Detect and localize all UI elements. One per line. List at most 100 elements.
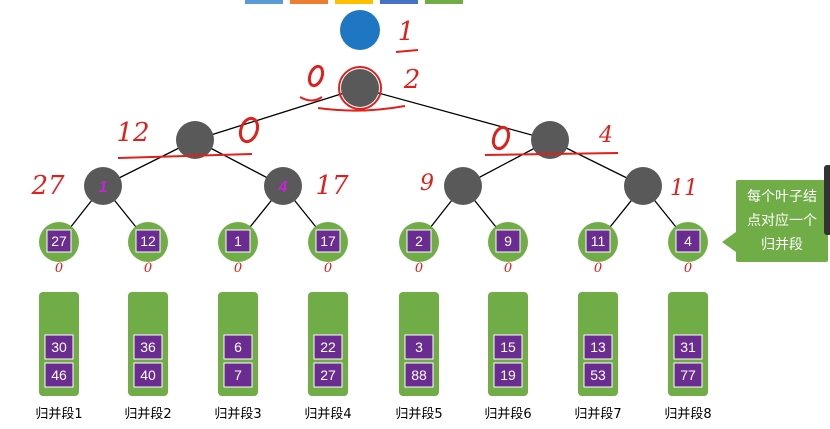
leaf-node: 17: [308, 222, 348, 262]
segment-value-box: [583, 334, 613, 360]
side-panel-tab[interactable]: [824, 165, 830, 235]
handwritten-underline: [299, 96, 323, 102]
segment-value: 88: [411, 367, 427, 383]
leaf-value-box: [46, 229, 72, 253]
segment-value-box: [44, 362, 74, 388]
segment-label: 归并段6: [484, 407, 532, 422]
segment-value: 27: [320, 367, 336, 383]
leaf-value-box: [225, 229, 251, 253]
leaf-value-box: [495, 229, 521, 253]
segment-value: 15: [500, 339, 516, 355]
internal-node: [264, 167, 302, 205]
handwritten-mark: [307, 64, 325, 88]
segment-value: 46: [51, 367, 67, 383]
leaf-node: 2: [399, 222, 439, 262]
segment-value: 13: [590, 339, 606, 355]
handwritten-11: 11: [670, 176, 698, 201]
segment-value: 7: [234, 367, 242, 383]
leaf-mark: 0: [144, 261, 152, 276]
callout-line-1: 每个叶子结: [747, 189, 817, 205]
handwritten-4: 4: [598, 123, 613, 148]
merge-segment: 30 46: [39, 292, 79, 396]
handwritten-9: 9: [420, 171, 434, 196]
segment-value-box: [673, 334, 703, 360]
segment-label: 归并段3: [214, 407, 262, 422]
segment-label: 归并段1: [35, 407, 83, 422]
segment-value-box: [133, 334, 163, 360]
segment-value: 19: [500, 367, 516, 383]
leaf-node: 4: [668, 222, 708, 262]
internal-node: [84, 167, 122, 205]
leaf-value-box: [406, 229, 432, 253]
leaf-callout: 每个叶子结 点对应一个 归并段: [736, 180, 828, 262]
internal-node: [531, 121, 569, 159]
segment-value-box: [673, 362, 703, 388]
segment-value-box: [583, 362, 613, 388]
leaf-value-box: [675, 229, 701, 253]
handwritten-mark: [238, 116, 260, 144]
leaf-mark: 0: [504, 261, 512, 276]
segment-value: 53: [590, 367, 606, 383]
handwritten-underline: [117, 153, 253, 159]
leaf-value: 17: [320, 233, 336, 249]
leaf-value: 1: [234, 233, 242, 249]
segment-value: 30: [51, 339, 67, 355]
tree-edge: [194, 87, 361, 141]
toolbar-swatch: [335, 0, 373, 4]
merge-segment: 13 53: [578, 292, 618, 396]
leaf-mark: 0: [234, 261, 242, 276]
handwritten-2: 2: [403, 65, 421, 95]
segment-label: 归并段8: [664, 407, 712, 422]
toolbar-swatch: [290, 0, 328, 4]
node-mark: 4: [278, 179, 288, 196]
highlight-circle: [338, 66, 382, 110]
segment-value-box: [223, 334, 253, 360]
leaf-value: 12: [140, 233, 156, 249]
handwritten-12: 12: [116, 118, 149, 148]
handwritten-underline: [484, 152, 619, 156]
handwritten-27: 27: [30, 171, 65, 201]
leaf-mark: 0: [415, 261, 423, 276]
toolbar-swatch: [380, 0, 418, 4]
internal-node: [341, 69, 379, 107]
merge-segment: 67: [218, 292, 258, 396]
segment-value: 3: [415, 339, 423, 355]
leaf-value-box: [585, 229, 611, 253]
handwritten-17: 17: [315, 171, 349, 201]
segment-value: 31: [680, 339, 696, 355]
segment-label: 归并段7: [574, 407, 622, 422]
leaf-node: 9: [488, 222, 528, 262]
leaf-mark: 0: [55, 261, 63, 276]
segment-value-box: [404, 334, 434, 360]
callout-line-3: 归并段: [761, 237, 803, 253]
segment-value-box: [493, 362, 523, 388]
segment-value-box: [44, 334, 74, 360]
winner-node: [340, 10, 380, 50]
callout-line-2: 点对应一个: [747, 213, 817, 229]
handwritten-underline: [395, 49, 419, 53]
leaf-value-box: [135, 229, 161, 253]
internal-node: [624, 167, 662, 205]
segment-value-box: [404, 362, 434, 388]
node-mark: 1: [99, 179, 108, 196]
segment-label: 归并段4: [304, 407, 352, 422]
segment-value-box: [313, 362, 343, 388]
internal-node: [444, 167, 482, 205]
handwritten-underline: [317, 105, 406, 112]
leaf-mark: 0: [324, 261, 332, 276]
segment-label: 归并段2: [124, 407, 172, 422]
leaf-node: 12: [128, 222, 168, 262]
toolbar-swatch: [425, 0, 463, 4]
segment-value-box: [493, 334, 523, 360]
leaf-node: 27: [39, 222, 79, 262]
segment-value-box: [133, 362, 163, 388]
merge-segment: 3 88: [399, 292, 439, 396]
leaf-node: 11: [578, 222, 618, 262]
segment-value: 77: [680, 367, 696, 383]
segment-value: 36: [140, 339, 156, 355]
leaf-value: 27: [51, 233, 67, 249]
leaf-value: 4: [684, 233, 692, 249]
